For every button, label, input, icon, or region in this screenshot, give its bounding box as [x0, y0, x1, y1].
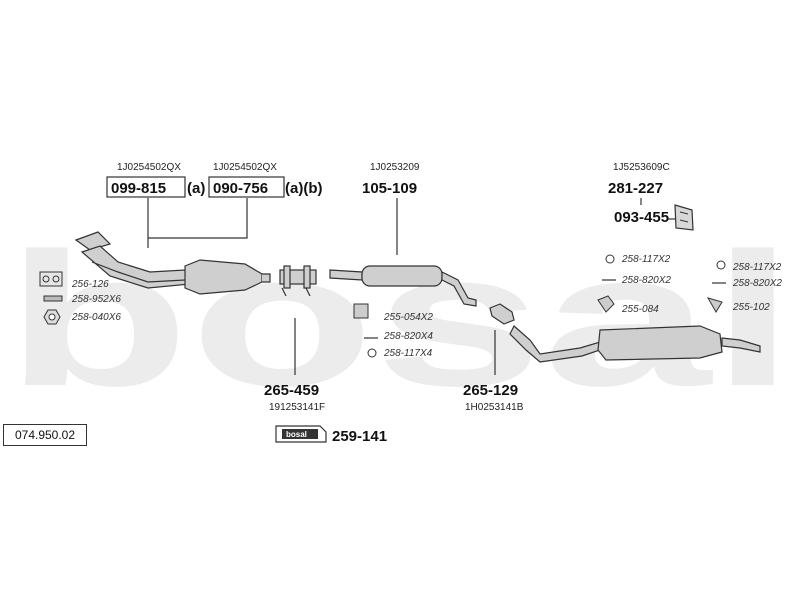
watermark: bosal: [5, 214, 795, 426]
small-part-10: 258-117X2: [732, 262, 782, 273]
leader-p1-p2: [147, 198, 248, 248]
small-part-6: 258-117X4: [383, 348, 433, 359]
bosal-badge: bosal: [275, 425, 327, 443]
small-part-7: 258-117X2: [621, 254, 671, 265]
oe-code-1: 1J0254502QX: [117, 162, 181, 173]
small-part-3: 258-040X6: [71, 312, 121, 323]
oe-code-6: 191253141F: [269, 402, 325, 413]
washer-icon-3: [716, 260, 726, 270]
rubber-mount-icon: [597, 295, 615, 313]
part-box-2: [208, 176, 285, 198]
middle-silencer: [329, 265, 477, 307]
part-suffix-2: (a)(b): [285, 180, 323, 197]
connector-pipe: [279, 265, 317, 297]
oe-code-2: 1J0254502QX: [213, 162, 277, 173]
small-part-5: 258-820X4: [383, 331, 433, 342]
small-part-4: 255-054X2: [383, 312, 433, 323]
part-number-5: 093-455: [614, 209, 669, 226]
part-suffix-1: (a): [187, 180, 205, 197]
bolt-icon: [43, 295, 63, 302]
rear-silencer: [509, 325, 761, 363]
clamp-icon: [489, 303, 515, 325]
hanger-icon: [674, 204, 694, 231]
svg-text:bosal: bosal: [286, 430, 307, 439]
part-number-7: 265-129: [463, 382, 518, 399]
washer-icon-1: [367, 348, 377, 358]
small-part-2: 258-952X6: [71, 294, 121, 305]
small-part-11: 258-820X2: [732, 278, 782, 289]
part-number-2: 090-756: [213, 180, 268, 197]
oe-code-4: 1J5253609C: [613, 162, 670, 173]
small-part-9: 255-084: [621, 304, 659, 315]
part-number-3: 105-109: [362, 180, 417, 197]
part-box-1: [106, 176, 186, 198]
part-number-6: 265-459: [264, 382, 319, 399]
svg-text:bosal: bosal: [5, 214, 795, 426]
oe-code-3: 1J0253209: [370, 162, 420, 173]
nut-icon: [43, 309, 61, 325]
oe-code-7: 1H0253141B: [465, 402, 524, 413]
hanger-bracket-icon: [706, 297, 723, 313]
washer-icon-2: [605, 254, 615, 264]
part-number-8: 259-141: [332, 428, 387, 445]
small-part-8: 258-820X2: [621, 275, 671, 286]
small-part-12: 255-102: [732, 302, 770, 313]
reference-number: 074.950.02: [3, 424, 87, 446]
part-number-4: 281-227: [608, 180, 663, 197]
gasket-icon: [39, 271, 63, 287]
small-part-1: 256-126: [71, 279, 109, 290]
bracket-icon: [353, 303, 369, 319]
catalytic-converter: [184, 259, 271, 295]
part-number-1: 099-815: [111, 180, 166, 197]
